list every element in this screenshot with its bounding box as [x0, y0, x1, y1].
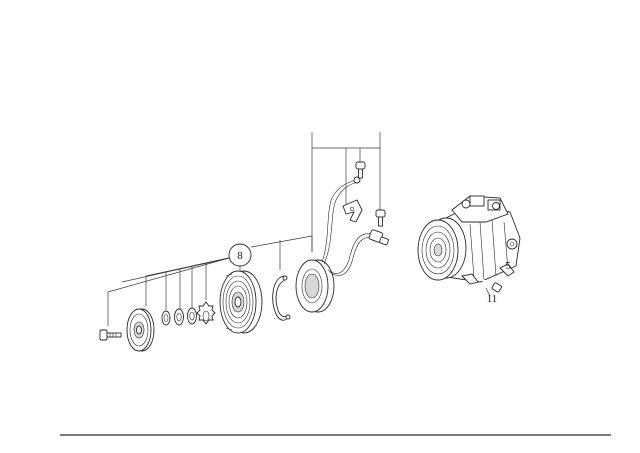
shim-washer-1 [161, 310, 171, 326]
coil-wire-harness [321, 176, 389, 276]
snap-ring [196, 301, 216, 325]
callout-label-compressor: 5 [505, 260, 511, 272]
compressor-mounting-bolt [477, 276, 502, 293]
bracket-screw-top [355, 161, 366, 179]
callout-label-bolt: 11 [487, 293, 498, 305]
shim-washer-3 [187, 307, 197, 325]
clutch-plate [126, 308, 155, 352]
wire-bracket [342, 199, 363, 223]
shim-washer-2 [174, 308, 184, 326]
clutch-bolt [99, 329, 122, 341]
bracket-screw-right [375, 209, 386, 227]
circlip [272, 275, 291, 321]
field-coil [295, 259, 335, 313]
callout-assembly: 8 [228, 243, 252, 267]
pulley [219, 270, 263, 334]
ac-compressor [417, 195, 521, 285]
callout-label-assembly: 8 [237, 250, 243, 262]
